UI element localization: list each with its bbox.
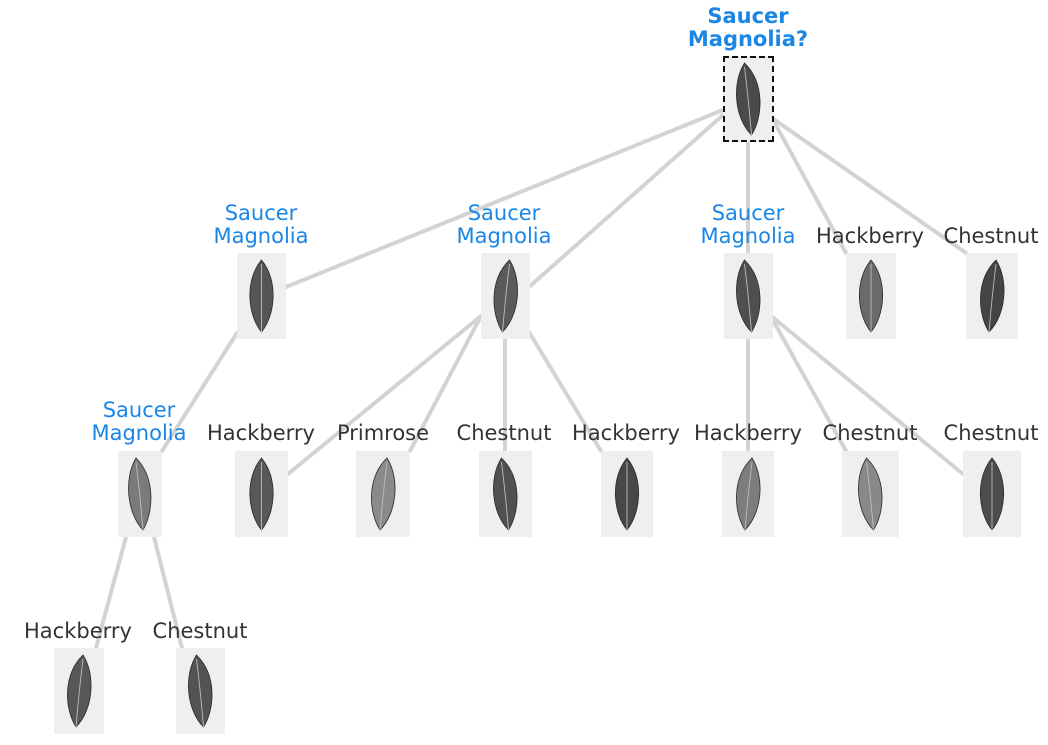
leaf-icon	[980, 259, 1005, 333]
tree-edge	[768, 313, 848, 453]
leaf-thumbnail[interactable]	[479, 451, 532, 537]
tree-edge	[284, 108, 725, 289]
leaf-icon	[614, 457, 640, 531]
node-label: Chestnut	[456, 421, 552, 445]
leaf-icon	[736, 457, 761, 531]
leaf-icon	[249, 457, 274, 531]
leaf-thumbnail[interactable]	[846, 253, 896, 339]
tree-edge	[768, 313, 965, 476]
node-label: Chestnut	[152, 619, 248, 643]
leaf-icon	[371, 457, 396, 531]
leaf-icon	[188, 654, 213, 728]
node-label: Saucer Magnolia	[91, 398, 187, 445]
leaf-icon	[858, 457, 883, 531]
tree-edge	[152, 535, 184, 650]
tree-edge	[94, 535, 128, 650]
leaf-thumbnail[interactable]	[842, 451, 899, 537]
tree-edge	[770, 116, 848, 255]
leaf-thumbnail[interactable]	[54, 648, 104, 734]
leaf-icon	[493, 259, 518, 333]
leaf-thumbnail[interactable]	[966, 253, 1018, 339]
leaf-thumbnail[interactable]	[722, 451, 774, 537]
leaf-icon	[67, 654, 92, 728]
node-label: Saucer Magnolia	[700, 201, 796, 248]
node-label: Saucer Magnolia	[456, 201, 552, 248]
leaf-thumbnail[interactable]	[601, 451, 653, 537]
node-label: Saucer Magnolia	[213, 201, 309, 248]
leaf-icon	[736, 259, 761, 333]
leaf-icon	[249, 259, 274, 333]
leaf-thumbnail[interactable]	[237, 253, 286, 339]
leaf-thumbnail[interactable]	[176, 648, 225, 734]
node-label: Hackberry	[694, 421, 802, 445]
node-label: Primrose	[336, 421, 430, 445]
leaf-icon	[493, 457, 518, 531]
node-label: Hackberry	[24, 619, 132, 643]
node-label: Hackberry	[816, 224, 924, 248]
leaf-icon	[736, 62, 761, 136]
node-label: Chestnut	[943, 421, 1039, 445]
tree-edge	[160, 331, 239, 453]
leaf-thumbnail[interactable]	[481, 253, 530, 339]
leaf-thumbnail[interactable]	[724, 253, 773, 339]
leaf-thumbnail[interactable]	[356, 451, 410, 537]
leaf-thumbnail[interactable]	[118, 451, 162, 537]
root-label: Saucer Magnolia?	[687, 4, 809, 51]
node-label: Hackberry	[207, 421, 315, 445]
tree-edge	[527, 330, 603, 453]
tree-edge	[286, 314, 483, 476]
leaf-thumbnail[interactable]	[235, 451, 288, 537]
tree-edge	[408, 314, 483, 453]
leaf-thumbnail[interactable]	[963, 451, 1021, 537]
node-label: Hackberry	[572, 421, 680, 445]
node-label: Chestnut	[943, 224, 1039, 248]
tree-edge	[527, 113, 725, 289]
root-leaf-thumbnail[interactable]	[723, 56, 774, 142]
leaf-icon	[128, 457, 152, 531]
leaf-icon	[858, 259, 884, 333]
node-label: Chestnut	[822, 421, 918, 445]
tree-edge	[770, 116, 968, 255]
leaf-icon	[979, 457, 1005, 531]
